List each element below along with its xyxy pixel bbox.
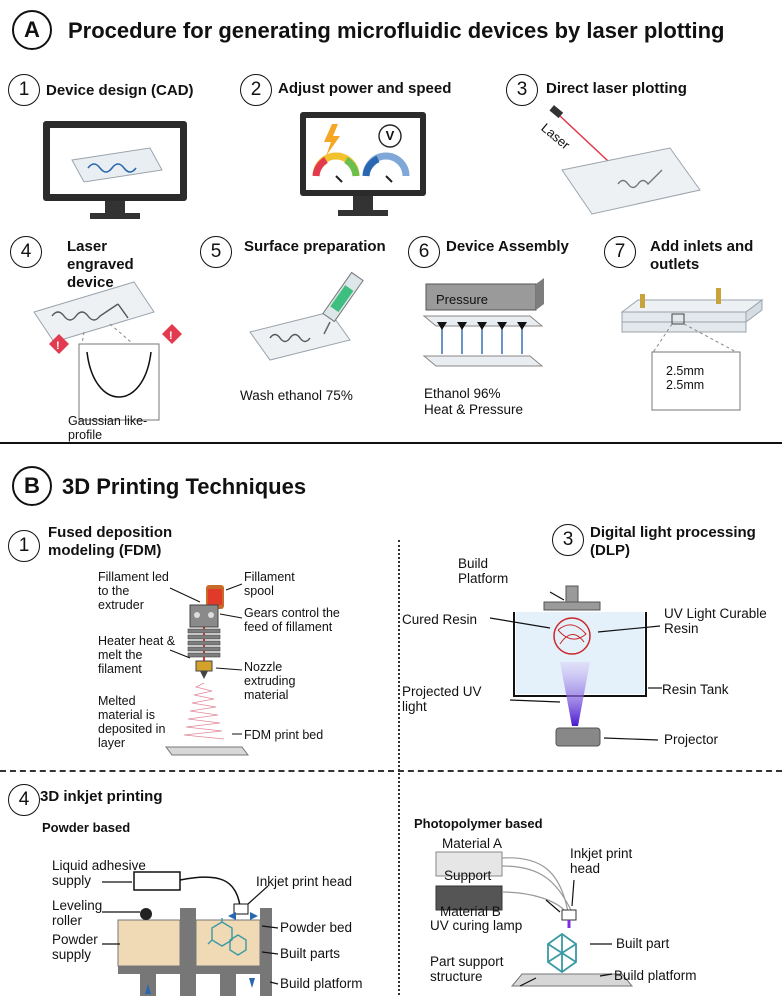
fdm-gears: Gears control the feed of fillament <box>244 606 340 634</box>
step-2-label: Adjust power and speed <box>278 80 452 97</box>
section-a-letter: A <box>24 17 40 42</box>
fdm-fil-led: Fillament led to the extruder <box>98 570 169 612</box>
section-a-badge: A <box>12 10 52 50</box>
step-1-num: 1 <box>18 79 30 100</box>
dlp-uv-resin: UV Light Curable Resin <box>664 606 767 636</box>
leveling-roller-label: Leveling roller <box>52 898 103 928</box>
section-b-badge: B <box>12 466 52 506</box>
fdm-melted: Melted material is deposited in layer <box>98 694 166 750</box>
inkjet-badge: 4 <box>8 784 40 816</box>
fdm-spool: Fillament spool <box>244 570 295 598</box>
engraved-device-icon: ! ! <box>33 281 182 421</box>
laser-plotting-icon <box>549 105 701 215</box>
dlp-num: 3 <box>562 529 574 550</box>
step-1-label: Device design (CAD) <box>46 82 194 99</box>
monitor-cad-icon <box>43 121 187 219</box>
step-5-num: 5 <box>210 241 222 262</box>
step-1-badge: 1 <box>8 74 40 106</box>
liquid-adhesive-label: Liquid adhesive supply <box>52 858 146 888</box>
dlp-projected: Projected UV light <box>402 684 482 714</box>
powder-bed-label: Powder bed <box>280 920 353 935</box>
dlp-projector: Projector <box>664 732 719 747</box>
gauge-v-label: V <box>385 128 395 143</box>
section-divider <box>0 442 782 444</box>
svg-text:!: ! <box>169 330 173 342</box>
powder-based-title: Powder based <box>42 820 131 835</box>
material-b-label: Material B <box>440 904 501 919</box>
dlp-cured: Cured Resin <box>402 612 478 627</box>
powder-supply-label: Powder supply <box>52 932 98 962</box>
fdm-extruder-icon <box>165 585 249 756</box>
wash-label: Wash ethanol 75% <box>240 388 353 403</box>
built-parts-label: Built parts <box>280 946 341 961</box>
fdm-bed: FDM print bed <box>244 728 324 742</box>
step-7-label: Add inlets and outlets <box>650 238 754 273</box>
fdm-heater: Heater heat & melt the filament <box>98 634 176 676</box>
support-label: Support <box>444 868 492 883</box>
inkjet-num: 4 <box>18 789 30 810</box>
horizontal-dashed-divider <box>0 770 782 772</box>
fdm-nozzle: Nozzle extruding material <box>244 660 296 702</box>
step-3-badge: 3 <box>506 74 538 106</box>
monitor-gauges-icon <box>300 112 426 216</box>
step-6-badge: 6 <box>408 236 440 268</box>
assembly-note-1: Ethanol 96% <box>424 386 501 401</box>
build-platform2-label: Build platform <box>614 968 697 983</box>
dlp-badge: 3 <box>552 524 584 556</box>
assembly-press-icon <box>422 278 544 367</box>
step-3-num: 3 <box>516 79 528 100</box>
inkjet-head-label: Inkjet print head <box>256 874 353 889</box>
dlp-tank: Resin Tank <box>662 682 729 697</box>
build-platform-label: Build platform <box>280 976 363 991</box>
section-b-title: 3D Printing Techniques <box>62 474 307 499</box>
section-b-letter: B <box>24 473 40 498</box>
step-7-badge: 7 <box>604 236 636 268</box>
step-2-badge: 2 <box>240 74 272 106</box>
step-6-label: Device Assembly <box>446 238 569 255</box>
built-part-label: Built part <box>616 936 670 951</box>
fdm-badge: 1 <box>8 530 40 562</box>
section-a-title: Procedure for generating microfluidic de… <box>68 18 725 43</box>
gaussian-label: Gaussian like-profile <box>68 414 148 442</box>
vertical-dotted-divider <box>398 540 400 995</box>
fdm-title: Fused deposition modeling (FDM) <box>48 524 173 559</box>
step-7-num: 7 <box>614 241 626 262</box>
step-3-label: Direct laser plotting <box>546 80 687 97</box>
uv-lamp-label: UV curing lamp <box>430 918 523 933</box>
material-a-label: Material A <box>442 836 503 851</box>
inkjet-head2-label: Inkjet print head <box>570 846 633 876</box>
dlp-build-platform: Build Platform <box>458 556 509 586</box>
photopolymer-title: Photopolymer based <box>414 816 543 831</box>
step-2-num: 2 <box>250 79 262 100</box>
part-support-label: Part support structure <box>430 954 504 984</box>
dlp-title: Digital light processing (DLP) <box>590 524 756 559</box>
step-4-badge: 4 <box>10 236 42 268</box>
step-4-num: 4 <box>20 241 32 262</box>
svg-text:!: ! <box>56 340 60 352</box>
step-5-badge: 5 <box>200 236 232 268</box>
inlets-device-icon <box>620 288 764 411</box>
assembly-note-2: Heat & Pressure <box>424 402 524 417</box>
dim-2: 2.5mm <box>666 378 705 392</box>
syringe-device-icon <box>249 271 364 361</box>
pressure-label: Pressure <box>436 292 489 307</box>
dim-1: 2.5mm <box>666 364 705 378</box>
inkjet-title: 3D inkjet printing <box>40 788 163 805</box>
step-4-label: Laser engraved device <box>67 238 134 291</box>
step-6-num: 6 <box>418 241 430 262</box>
step-5-label: Surface preparation <box>244 238 386 255</box>
fdm-num: 1 <box>18 535 30 556</box>
